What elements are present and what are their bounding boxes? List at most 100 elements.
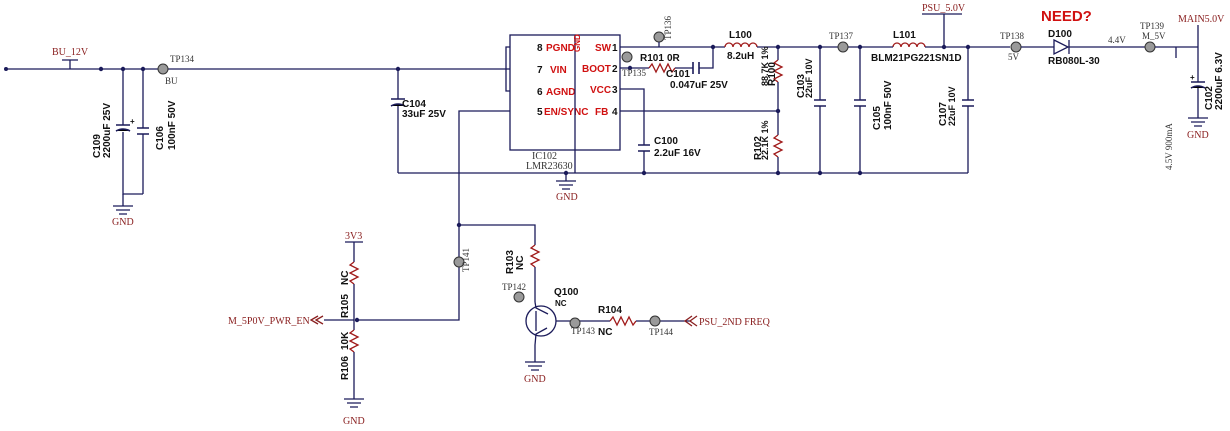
- r105-symbol: [348, 261, 360, 285]
- net-label-pwr-en: M_5P0V_PWR_EN: [228, 316, 310, 327]
- filter-section: L101 BLM21PG221SN1D PSU_5.0V C107 22uF 1…: [871, 3, 1025, 173]
- pin3-name: VCC: [590, 85, 611, 96]
- c102-ref: C102: [1204, 86, 1215, 110]
- d100-value: RB080L-30: [1048, 56, 1100, 67]
- tp139-label: TP139: [1140, 21, 1165, 31]
- pin4-num: 4: [612, 107, 618, 118]
- pin7-name: VIN: [550, 65, 567, 76]
- pin7-num: 7: [537, 65, 543, 76]
- net-label-main5v: MAIN5.0V: [1178, 14, 1225, 25]
- tp141-label: TP141: [461, 248, 471, 272]
- tp138-label: TP138: [1000, 31, 1025, 41]
- ic-gnd-label: GND: [573, 34, 582, 52]
- enable-section: TP141 R103 NC TP142 Q100 NC GND TP143 R1…: [357, 110, 771, 385]
- c100-ref: C100: [654, 136, 678, 147]
- net-label-bu: BU: [165, 76, 178, 86]
- c102-symbol: [1190, 81, 1206, 89]
- r100-symbol: [772, 59, 784, 83]
- c103-symbol: [814, 99, 826, 107]
- net-label-psu5v: PSU_5.0V: [922, 3, 966, 14]
- en-wire: [357, 110, 510, 321]
- d100-symbol: [1053, 38, 1070, 56]
- tp136-label: TP136: [663, 15, 673, 40]
- r100-ref: R100: [767, 62, 778, 86]
- ic102: 8 PGND 7 VIN 6 AGND 5 EN/SYNC SW 1 BOOT …: [505, 34, 621, 173]
- c103-ref: C103: [796, 74, 807, 98]
- l100-value: 8.2uH: [727, 51, 754, 62]
- tp139: [1144, 41, 1156, 53]
- tp135-label: TP135: [622, 68, 647, 78]
- c101-value: 0.047uF 25V: [670, 80, 728, 91]
- pin6-num: 6: [537, 87, 543, 98]
- r106-symbol: [348, 329, 360, 353]
- c109-leads: [122, 69, 143, 195]
- c103-value: 22uF 10V: [804, 58, 814, 98]
- r104-ref: R104: [598, 305, 622, 316]
- c106-ref: C106: [155, 126, 166, 150]
- svg-text:+: +: [130, 117, 135, 126]
- d100-ref: D100: [1048, 29, 1072, 40]
- pin5-name: EN/SYNC: [544, 107, 588, 118]
- divider-section: 3V3 NC R105 10K R106 GND M_5P0V_PWR_EN: [228, 231, 365, 427]
- tp143-label: TP143: [571, 326, 596, 336]
- c100-value: 2.2uF 16V: [654, 148, 701, 159]
- r106-value: 10K: [340, 331, 351, 350]
- r101-value: 0R: [667, 53, 681, 64]
- pin1-name: SW: [595, 43, 612, 54]
- tp141: [453, 256, 465, 268]
- vcc-wire: [620, 88, 645, 173]
- tp134-label: TP134: [170, 54, 195, 64]
- c102-value: 2200uF 6.3V: [1214, 52, 1225, 110]
- tp138: [1010, 41, 1022, 53]
- q100-ref: Q100: [554, 287, 579, 298]
- r103-value: NC: [515, 256, 526, 270]
- tp134: [157, 63, 169, 75]
- tp143: [569, 317, 581, 329]
- r106-ref: R106: [340, 356, 351, 380]
- net-label-3v3: 3V3: [345, 231, 362, 242]
- tp142-label: TP142: [502, 282, 526, 292]
- c104-symbol: [390, 98, 406, 107]
- r102-ref: R102: [753, 136, 764, 160]
- output-caps: C103 22uF 10V TP137 C105 100nF 50V: [796, 31, 894, 173]
- c105-value: 100nF 50V: [883, 80, 894, 130]
- r104-value: NC: [598, 327, 612, 338]
- l100-symbol: [724, 42, 758, 48]
- r101-ref: R101: [640, 53, 664, 64]
- l101-symbol: [892, 42, 926, 48]
- c101-ref: C101: [666, 69, 690, 80]
- net-label-bu12v: BU_12V: [52, 47, 89, 58]
- gnd-label-main: GND: [556, 192, 578, 203]
- c105-symbol: [854, 99, 866, 107]
- ic102-body: [509, 34, 621, 151]
- tp144-label: TP144: [649, 327, 674, 337]
- current-note: 4.5V 900mA: [1164, 123, 1174, 170]
- psu5v-flag: [922, 13, 962, 47]
- l101-ref: L101: [893, 30, 916, 41]
- l101-value: BLM21PG221SN1D: [871, 53, 962, 64]
- pin6-name: AGND: [546, 87, 575, 98]
- bu12v-flag: [62, 59, 78, 69]
- output-section: NEED? D100 RB080L-30 4.4V TP139 M_5V MAI…: [1021, 8, 1225, 170]
- ic102-ref: IC102: [532, 151, 557, 162]
- c101-symbol: [692, 62, 700, 74]
- psu-2nd-freq-arrow: [683, 315, 698, 327]
- gnd-label-out: GND: [1187, 130, 1209, 141]
- net-label-psu-2nd-freq: PSU_2ND FREQ: [699, 317, 771, 328]
- q100-leads: [534, 301, 549, 346]
- tp137-label: TP137: [829, 31, 854, 41]
- gnd-symbol-q100: [525, 345, 545, 371]
- l100-ref: L100: [729, 30, 752, 41]
- r105-value: NC: [340, 271, 351, 285]
- pin3-num: 3: [612, 85, 618, 96]
- c107-value: 22uF 10V: [947, 86, 957, 126]
- c109-ref: C109: [92, 134, 103, 158]
- switch-section: TP136 TP135 R101 0R C101 0.047uF 25V C10…: [620, 15, 885, 173]
- tp142: [513, 291, 525, 303]
- r103-top-wire: [459, 224, 536, 245]
- r102-value: 22.1K 1%: [760, 120, 770, 160]
- gnd-symbol-main: [556, 173, 576, 190]
- r104-symbol: [609, 315, 637, 327]
- c104-ref: C104: [402, 99, 426, 110]
